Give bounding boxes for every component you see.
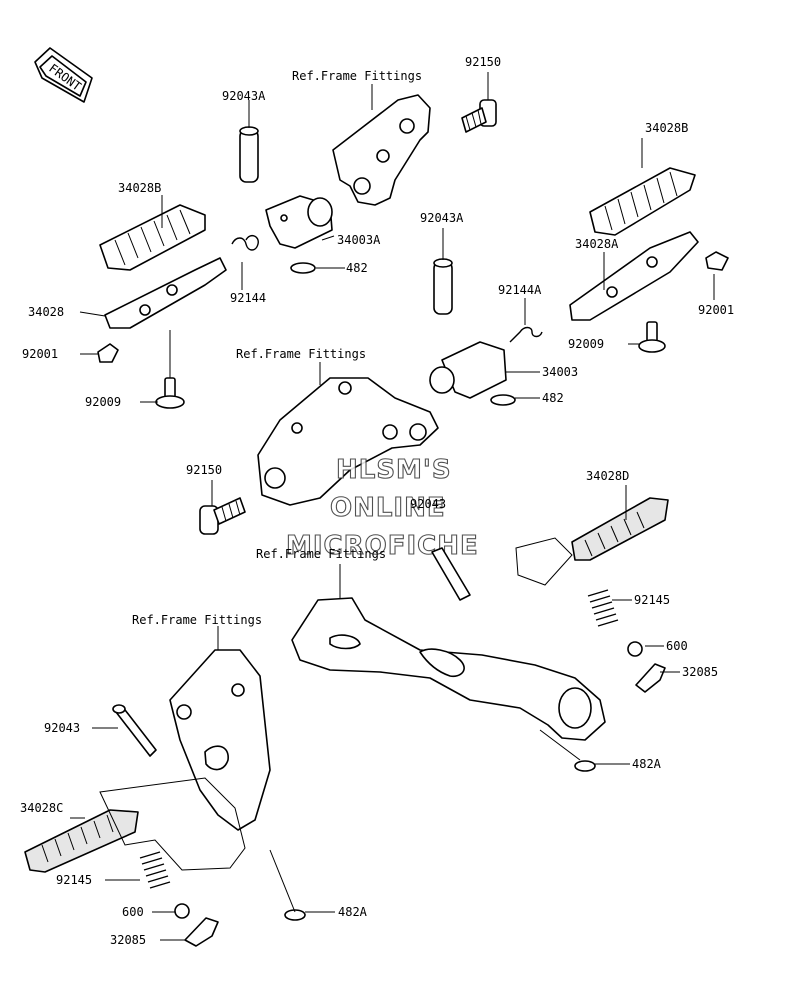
label-ref-frame-low2: Ref.Frame Fittings	[132, 613, 262, 627]
holder-34003	[429, 341, 507, 399]
label-92043A-right: 92043A	[420, 211, 464, 225]
washer-482-top	[290, 262, 316, 274]
watermark: HLSM'S ONLINE MICROFICHE	[285, 454, 478, 561]
washer-482-right	[490, 394, 516, 406]
leader-lines	[70, 72, 715, 941]
spring-92145-right	[587, 589, 619, 627]
label-34003: 34003	[542, 365, 578, 379]
right-peg-assembly	[429, 167, 729, 406]
plate-32085-left	[184, 917, 219, 947]
label-92150-mid: 92150	[186, 463, 222, 477]
label-92009-left: 92009	[85, 395, 121, 409]
pin-92043-left	[112, 704, 157, 757]
label-600-right: 600	[666, 639, 688, 653]
pin-92043A-top	[239, 126, 259, 183]
label-ref-frame-low1: Ref.Frame Fittings	[256, 547, 386, 561]
upper-bracket-assembly	[97, 94, 497, 409]
label-ref-frame-top: Ref.Frame Fittings	[292, 69, 422, 83]
label-92043-center: 92043	[410, 497, 446, 511]
bolt-92001-left	[97, 343, 119, 363]
lower-left-bracket	[169, 649, 271, 831]
lower-right-bracket-assembly	[291, 497, 669, 772]
middle-mount-bracket	[257, 377, 439, 506]
front-direction-badge: FRONT	[34, 47, 93, 103]
label-92043A-top: 92043A	[222, 89, 266, 103]
label-ref-frame-mid: Ref.Frame Fittings	[236, 347, 366, 361]
label-92144A: 92144A	[498, 283, 542, 297]
middle-bracket-assembly	[199, 377, 439, 535]
label-92150-top: 92150	[465, 55, 501, 69]
label-32085-left: 32085	[110, 933, 146, 947]
label-482-right: 482	[542, 391, 564, 405]
label-34028D: 34028D	[586, 469, 629, 483]
washer-482A-left	[284, 909, 306, 921]
label-92043-left: 92043	[44, 721, 80, 735]
spring-92144A	[509, 326, 543, 343]
part-labels: Ref.Frame Fittings 92150 92043A 34028B 3…	[20, 55, 734, 947]
label-34003A: 34003A	[337, 233, 381, 247]
label-92145-right: 92145	[634, 593, 670, 607]
label-482A-right: 482A	[632, 757, 662, 771]
label-32085-right: 32085	[682, 665, 718, 679]
label-92009-right: 92009	[568, 337, 604, 351]
watermark-line-1: HLSM'S	[336, 455, 452, 485]
label-34028: 34028	[28, 305, 64, 319]
label-34028B-left: 34028B	[118, 181, 161, 195]
footpeg-rubber-34028B-right	[589, 167, 696, 236]
pin-92043-center	[431, 547, 471, 601]
label-482A-left: 482A	[338, 905, 368, 919]
bolt-92150-middle	[199, 497, 246, 535]
plate-32085-right	[635, 663, 666, 693]
footpeg-34028-left	[104, 257, 227, 329]
holder-34003A	[265, 195, 333, 249]
label-482-top: 482	[346, 261, 368, 275]
screw-92009-right	[638, 321, 666, 353]
footpeg-rubber-34028B-left	[99, 204, 206, 271]
washer-482A-right	[574, 760, 596, 772]
bolt-92150-top	[461, 99, 497, 133]
ball-600-right	[627, 641, 643, 657]
footpeg-34028A-right	[569, 231, 699, 321]
screw-92009-left	[155, 377, 185, 409]
footpeg-34028C	[24, 809, 139, 873]
pin-92043A-right	[433, 258, 453, 315]
label-34028A: 34028A	[575, 237, 619, 251]
label-92001-left: 92001	[22, 347, 58, 361]
spring-92145-left	[139, 851, 171, 889]
lower-left-bracket-assembly	[24, 649, 306, 947]
footpeg-34028D	[571, 497, 669, 561]
label-92001-right: 92001	[698, 303, 734, 317]
spring-92144	[231, 234, 259, 251]
label-92144: 92144	[230, 291, 266, 305]
label-34028C: 34028C	[20, 801, 63, 815]
bolt-92001-right	[705, 251, 729, 271]
ball-600-left	[174, 903, 190, 919]
label-34028B-right: 34028B	[645, 121, 688, 135]
watermark-line-2: ONLINE	[330, 493, 446, 523]
label-600-left: 600	[122, 905, 144, 919]
label-92145-left: 92145	[56, 873, 92, 887]
